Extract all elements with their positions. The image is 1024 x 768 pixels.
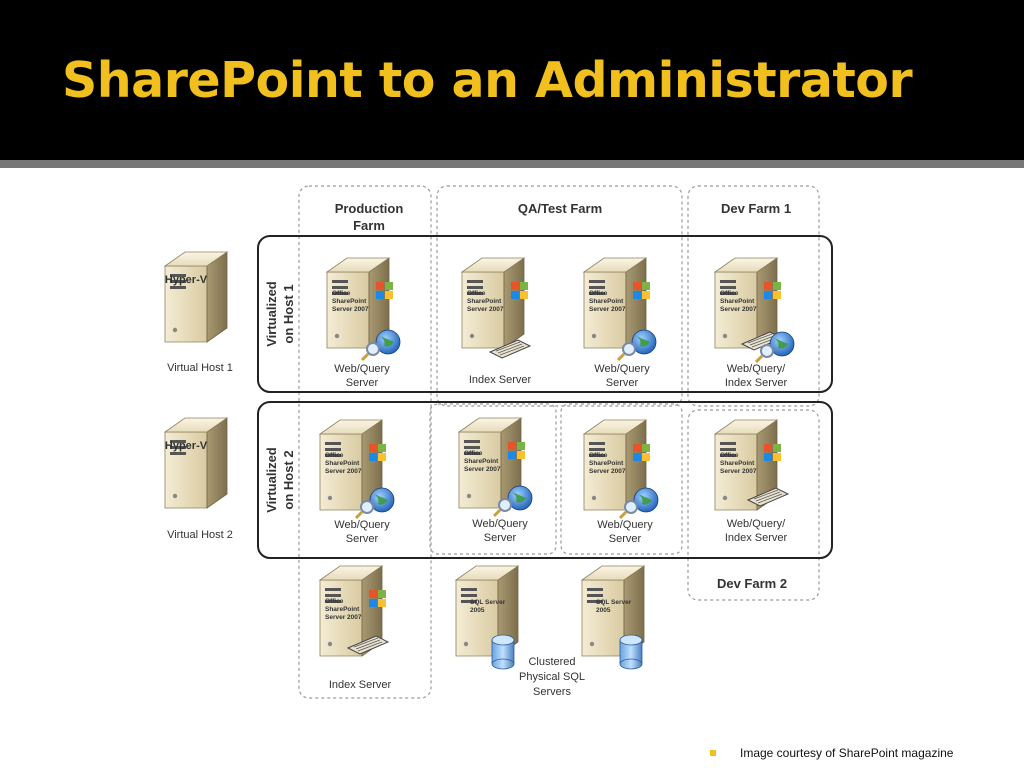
sql-cluster-label-line1: Clustered	[528, 656, 575, 668]
index-server-label: Index Server	[469, 374, 532, 386]
server-r1-dev: Office SharePoint Server 2007 Web/Query/…	[714, 257, 796, 389]
label-line1: Web/Query/	[727, 363, 786, 375]
server-r2-qa-b: Office SharePoint Server 2007 Web/Query …	[583, 419, 660, 545]
sharepoint-label: SharePoint	[720, 460, 755, 467]
office-label: Office	[720, 452, 739, 459]
bullet-icon	[710, 750, 716, 756]
sharepoint-label: SharePoint	[720, 298, 755, 305]
hyperv-host1: Hyper-V Virtual Host 1	[164, 251, 233, 374]
server-r2-qa-a: Office SharePoint Server 2007 Web/Query …	[458, 417, 534, 544]
image-credit: Image courtesy of SharePoint magazine	[710, 746, 953, 760]
label-line1: Web/Query	[334, 363, 390, 375]
sql-server-2: SQL Server 2005	[581, 565, 645, 670]
sharepoint-label: SharePoint	[332, 298, 367, 305]
image-credit-text: Image courtesy of SharePoint magazine	[740, 746, 954, 760]
prod-index-server-label: Index Server	[329, 679, 392, 691]
label-line2: Server	[484, 532, 517, 544]
label-line1: Web/Query/	[727, 518, 786, 530]
server-label: Server 2007	[325, 614, 362, 621]
label-line2: Index Server	[725, 377, 788, 389]
hyperv-label-2: Hyper-V	[165, 440, 208, 452]
server-label: Server 2007	[589, 468, 626, 475]
hyperv-host2: Hyper-V Virtual Host 2	[164, 417, 233, 541]
sql-cluster-label-line2: Physical SQL	[519, 671, 585, 683]
label-line2: Server	[606, 377, 639, 389]
label-line2: Server	[346, 377, 379, 389]
database-icon	[491, 634, 515, 670]
slide-title: SharePoint to an Administrator	[62, 52, 913, 109]
sharepoint-label: SharePoint	[467, 298, 502, 305]
label-line1: Web/Query	[594, 363, 650, 375]
server-prod-index: Office SharePoint Server 2007 Index Serv…	[319, 565, 392, 691]
office-label: Office	[589, 290, 608, 297]
office-label: Office	[720, 290, 739, 297]
host1-row	[257, 235, 833, 393]
database-icon	[619, 634, 643, 670]
server-r1-production: Office SharePoint Server 2007 Web/Query …	[326, 257, 402, 389]
office-label: Office	[325, 452, 344, 459]
dev-farm-1-label: Dev Farm 1	[721, 201, 791, 216]
host2-row	[257, 401, 833, 559]
sql-cluster-label-line3: Servers	[533, 686, 571, 698]
label-line1: Web/Query	[597, 519, 653, 531]
hyperv-label-1: Hyper-V	[165, 274, 208, 286]
dev-farm-2-container	[687, 409, 820, 601]
host1-virtual-label-line1: Virtualized	[264, 281, 279, 347]
sharepoint-label: SharePoint	[589, 460, 624, 467]
sql-year: 2005	[596, 607, 611, 614]
production-farm-label-line2: Farm	[353, 218, 385, 233]
server-label: Server 2007	[332, 306, 369, 313]
sharepoint-label: SharePoint	[325, 460, 360, 467]
production-farm-label-line1: Production	[335, 201, 404, 216]
server-r1-qa-web: Office SharePoint Server 2007 Web/Query …	[583, 257, 658, 389]
server-label: Server 2007	[720, 468, 757, 475]
label-line2: Server	[346, 533, 379, 545]
virtual-host-2-label: Virtual Host 2	[167, 529, 233, 541]
office-label: Office	[325, 598, 344, 605]
label-line2: Server	[609, 533, 642, 545]
sql-server-1: SQL Server 2005	[455, 565, 519, 670]
sharepoint-label: SharePoint	[589, 298, 624, 305]
office-label: Office	[467, 290, 486, 297]
server-label: Server 2007	[467, 306, 504, 313]
label-line1: Web/Query	[472, 518, 528, 530]
title-bar: SharePoint to an Administrator	[0, 0, 1024, 160]
label-line2: Index Server	[725, 532, 788, 544]
dev-farm-1-container	[687, 185, 820, 407]
office-label: Office	[464, 450, 483, 457]
sql-year: 2005	[470, 607, 485, 614]
server-label: Server 2007	[464, 466, 501, 473]
server-r2-dev: Office SharePoint Server 2007 Web/Query/…	[714, 419, 789, 544]
qa-farm-host2-a	[429, 403, 557, 555]
sharepoint-label: SharePoint	[325, 606, 360, 613]
sharepoint-label: SharePoint	[464, 458, 499, 465]
sql-label: SQL Server	[470, 599, 506, 606]
host2-virtual-label-line1: Virtualized	[264, 447, 279, 513]
office-label: Office	[589, 452, 608, 459]
host1-virtual-label-line2: on Host 1	[281, 284, 296, 343]
server-label: Server 2007	[325, 468, 362, 475]
server-r2-production: Office SharePoint Server 2007 Web/Query …	[319, 419, 396, 545]
label-line1: Web/Query	[334, 519, 390, 531]
server-r1-qa-index: Office SharePoint Server 2007 Index Serv…	[461, 257, 532, 386]
dev-farm-2-label: Dev Farm 2	[717, 576, 787, 591]
virtual-host-1-label: Virtual Host 1	[167, 362, 233, 374]
qa-farm-label: QA/Test Farm	[518, 201, 602, 216]
server-label: Server 2007	[589, 306, 626, 313]
production-farm-container	[298, 185, 432, 699]
title-divider	[0, 160, 1024, 168]
office-label: Office	[332, 290, 351, 297]
sql-label: SQL Server	[596, 599, 632, 606]
server-label: Server 2007	[720, 306, 757, 313]
host2-virtual-label-line2: on Host 2	[281, 450, 296, 509]
